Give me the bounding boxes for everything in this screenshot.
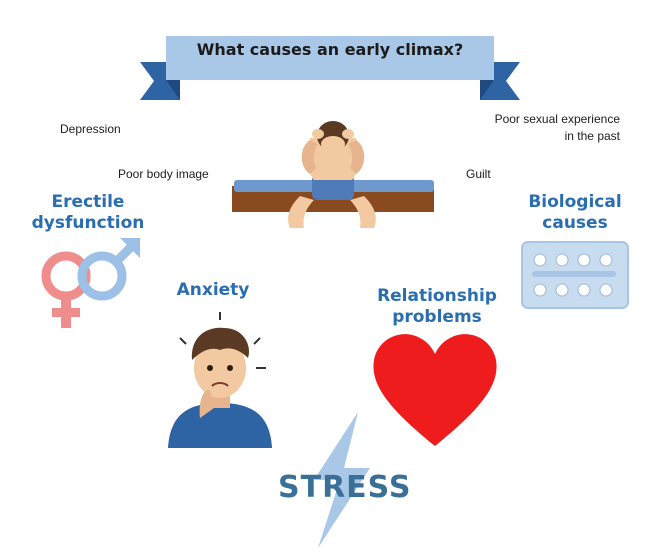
banner-shape	[140, 36, 520, 100]
diagram-title: What causes an early climax?	[196, 40, 464, 59]
pill-blister-icon	[520, 240, 630, 310]
stress-label: STRESS	[278, 470, 412, 505]
heart-icon	[368, 328, 503, 448]
title-banner: What causes an early climax?	[140, 30, 520, 110]
man-on-bed-icon	[228, 108, 438, 233]
label-poor-sexual-experience: Poor sexual experience in the past	[494, 112, 620, 143]
gender-symbols-icon	[34, 236, 144, 336]
label-poor-body-image: Poor body image	[118, 167, 209, 181]
label-guilt: Guilt	[466, 167, 491, 181]
heading-erectile-dysfunction: Erectile dysfunction	[31, 192, 145, 233]
anxious-man-icon	[160, 308, 280, 448]
heading-anxiety: Anxiety	[176, 280, 250, 300]
label-depression: Depression	[60, 122, 121, 136]
heading-relationship-problems: Relationship problems	[377, 286, 497, 327]
heading-biological-causes: Biological causes	[528, 192, 622, 233]
lightning-bolt-icon	[300, 410, 380, 550]
